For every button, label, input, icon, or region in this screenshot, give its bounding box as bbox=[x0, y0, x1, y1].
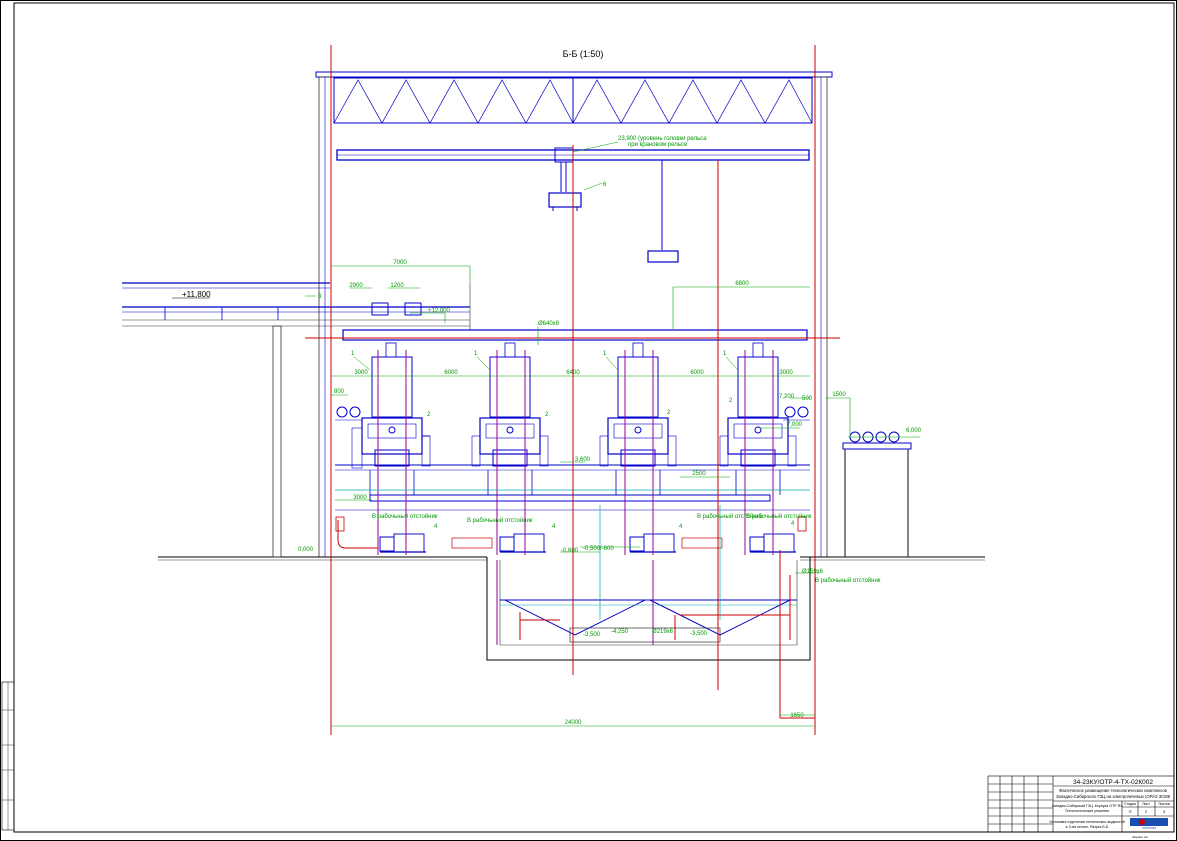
title-doc-code: 34-23КУ/ОТР-4-ТХ-02К002 bbox=[1073, 779, 1153, 786]
title-sheets-label: Листов bbox=[1158, 802, 1170, 806]
callouts: 1 1 1 1 2 2 2 2 3 4 4 4 4 6 bbox=[318, 182, 795, 530]
dim-1200: 1200 bbox=[390, 283, 404, 289]
note-to-settler-1: В рабочьный отстойник bbox=[372, 513, 438, 520]
equipment-unit-4 bbox=[719, 342, 797, 495]
title-stage-value: П bbox=[1129, 809, 1132, 814]
title-stage-label: Стадия bbox=[1124, 802, 1136, 806]
pipe-label-top: Ø640x8 bbox=[538, 321, 560, 327]
note-to-settler-2: В рабочьный отстойник bbox=[467, 517, 533, 524]
equipment-unit-3 bbox=[599, 342, 677, 495]
level-right-bracket2: 7,000 bbox=[787, 422, 803, 428]
title-block bbox=[987, 775, 1175, 833]
title-sheet-name-line2: в 3-хм отсеке. Разрез Б-Б bbox=[1066, 825, 1109, 829]
dim-1650: 1650 bbox=[790, 713, 804, 719]
level-right-bracket: 7,200 bbox=[779, 394, 795, 400]
callout-2-b: 2 bbox=[545, 412, 549, 418]
callout-2-c: 2 bbox=[667, 410, 671, 416]
callout-2-a: 2 bbox=[427, 412, 431, 418]
dim-800: 800 bbox=[334, 389, 345, 395]
dim-6400: 6400 bbox=[566, 370, 580, 376]
dim-3000-right: 3000 bbox=[779, 370, 793, 376]
level-pit-low: -3,500 bbox=[583, 632, 601, 638]
settler-notes: В рабочьный отстойник В рабочьный отстой… bbox=[372, 513, 881, 584]
crane-note-line2: при крановом рельсе bbox=[628, 142, 688, 148]
side-reels bbox=[335, 406, 810, 421]
equipment-unit-1 bbox=[351, 342, 431, 495]
pipe-label-pit2: Ø159x6 bbox=[802, 569, 824, 575]
level-pit-low2: -4,250 bbox=[611, 629, 629, 635]
conveyor-gallery bbox=[122, 282, 471, 558]
callout-2-d: 2 bbox=[729, 398, 733, 404]
level-right-platform: 6,000 bbox=[906, 428, 922, 434]
level-mid-platform: 3,600 bbox=[575, 457, 591, 463]
crane-note-line1: 23,900 (уровень головки рельса bbox=[618, 136, 707, 142]
callout-4-c: 4 bbox=[679, 524, 683, 530]
callout-leaders bbox=[305, 182, 739, 371]
callout-4-b: 4 bbox=[552, 524, 556, 530]
axis-lines bbox=[305, 45, 840, 735]
process-pipes bbox=[377, 350, 774, 645]
dim-3000-bottom: 3000 bbox=[353, 495, 367, 501]
level-pit: -0,500/-600 bbox=[583, 546, 614, 552]
equipment-unit-2 bbox=[471, 342, 549, 495]
callout-1-d: 1 bbox=[723, 351, 727, 357]
dimension-lines bbox=[331, 265, 851, 727]
settling-pit bbox=[486, 557, 811, 661]
callout-4-d: 4 bbox=[791, 521, 795, 527]
level-pit-low3: -3,500 bbox=[690, 631, 708, 637]
crane-hoist-1 bbox=[548, 147, 582, 211]
dim-6800: 6800 bbox=[735, 281, 749, 287]
dim-2900: 2900 bbox=[349, 283, 363, 289]
dim-6000-a: 6000 bbox=[444, 370, 458, 376]
title-sheet-value: 2 bbox=[1145, 809, 1148, 814]
pump-2 bbox=[499, 533, 546, 553]
callout-3: 3 bbox=[318, 294, 322, 300]
level-minus-06: -0,600 bbox=[561, 548, 579, 554]
crane-hoist-2 bbox=[647, 160, 679, 263]
note-to-settler-5: В рабочьный отстойник bbox=[815, 577, 881, 584]
company-logo: ГИПРОМЕЗ bbox=[1130, 818, 1168, 830]
dim-1500: 1500 bbox=[832, 392, 846, 398]
title-sheets-value: 3 bbox=[1163, 809, 1166, 814]
note-to-settler-4: В рабочьный отстойник bbox=[746, 513, 812, 520]
callout-1-a: 1 bbox=[351, 351, 355, 357]
level-zero: 0,000 bbox=[298, 547, 314, 553]
dim-3000-left: 3000 bbox=[354, 370, 368, 376]
title-format: Формат А3 bbox=[1132, 835, 1147, 839]
title-description-line1: Фактическое размещение технологических к… bbox=[1059, 788, 1168, 793]
section-title: Б-Б (1:50) bbox=[563, 49, 604, 59]
title-description-line2: Западно-Сибирского ГЗЦ на электропечевых… bbox=[1056, 794, 1171, 799]
ground-line bbox=[158, 556, 985, 561]
callout-1-c: 1 bbox=[603, 351, 607, 357]
title-sheet-name-line1: Установка отделения технических жидкосте… bbox=[1049, 820, 1124, 824]
equipment-units bbox=[351, 342, 797, 495]
building-structure bbox=[315, 71, 833, 558]
callout-1-b: 1 bbox=[474, 351, 478, 357]
right-platform bbox=[842, 431, 920, 557]
dim-2500: 2500 bbox=[692, 471, 706, 477]
dim-6000-b: 6000 bbox=[690, 370, 704, 376]
pumps bbox=[335, 516, 807, 553]
dim-7000: 7000 bbox=[393, 260, 407, 266]
level-mark-conv: +12,000 bbox=[428, 308, 451, 314]
level-mark-main: +11,800 bbox=[182, 290, 211, 299]
callout-4-a: 4 bbox=[434, 524, 438, 530]
title-sheet-label: Лист bbox=[1142, 802, 1150, 806]
note-to-settler-3: В рабочьный отстойник bbox=[697, 513, 763, 520]
title-project-line1: Западно-Сибирский ГЗЦ. Корпуса ОТР Ф4 bbox=[1052, 804, 1123, 808]
pipe-label-pit: Ø219x6 bbox=[652, 629, 674, 635]
dim-500: 500 bbox=[802, 396, 813, 402]
company-name: ГИПРОМЕЗ bbox=[1142, 827, 1156, 830]
callout-6: 6 bbox=[603, 182, 607, 188]
pump-1 bbox=[379, 533, 426, 553]
title-project-line2: Технологические решения bbox=[1065, 809, 1109, 813]
dim-24000: 24000 bbox=[565, 720, 582, 726]
